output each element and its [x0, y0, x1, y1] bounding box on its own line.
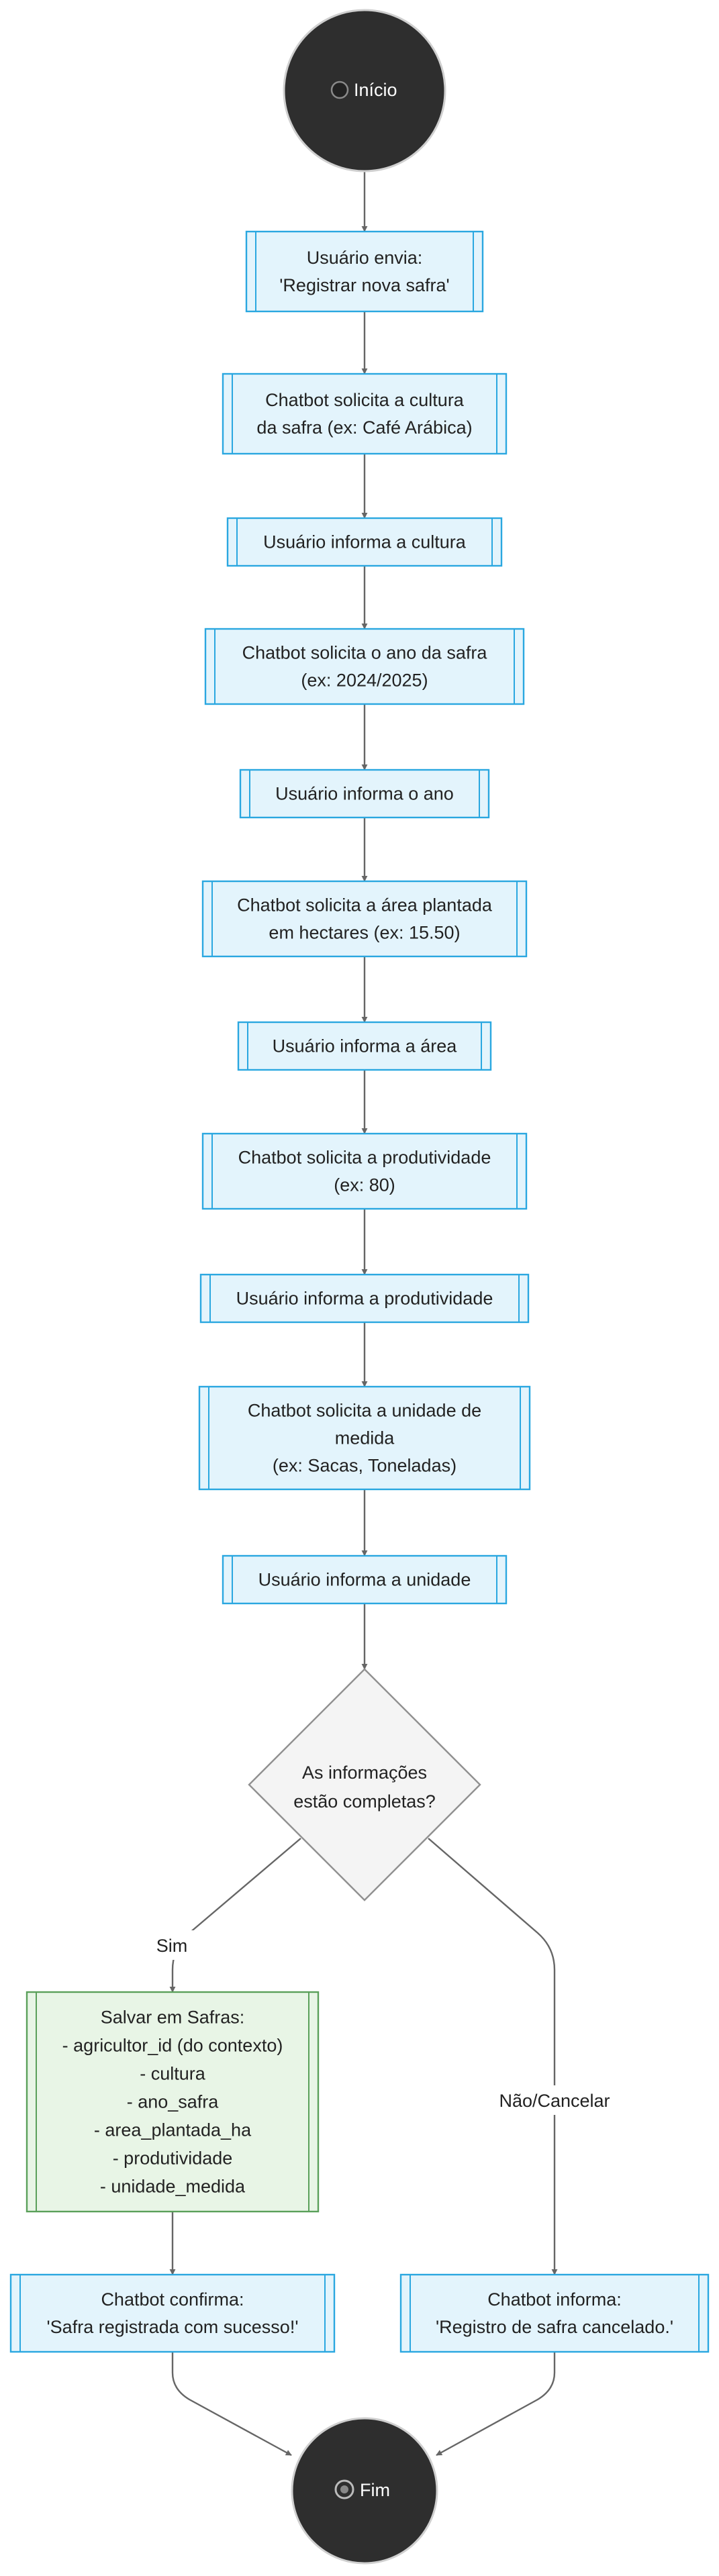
decision-node[interactable]: As informações estão completas?	[248, 1668, 481, 1901]
edge-label-bg-yes	[144, 1930, 199, 1960]
start-circle	[283, 9, 446, 172]
edge-label-bg-no	[489, 2085, 620, 2115]
edge-label-no-cancel: Não/Cancelar	[499, 2091, 610, 2111]
process-node-n10[interactable]: Chatbot solicita a unidade de medida (ex: …	[198, 1385, 531, 1491]
n4-box	[204, 628, 525, 705]
save-line-6: - produtividade	[113, 2148, 233, 2169]
n6-line-1: Chatbot solicita a área plantada	[237, 895, 493, 915]
save-line-3: - cultura	[140, 2064, 206, 2084]
process-node-n5[interactable]: Usuário informa o ano	[239, 769, 490, 819]
process-node-n9[interactable]: Usuário informa a produtividade	[199, 1273, 530, 1324]
n2-line-1: Chatbot solicita a cultura	[265, 390, 465, 410]
decision-line-1: As informações	[302, 1763, 427, 1783]
process-node-n6[interactable]: Chatbot solicita a área plantada em hecta…	[201, 880, 528, 958]
end-label: Fim	[360, 2480, 390, 2500]
n1-box	[245, 230, 484, 313]
save-line-7: - unidade_medida	[100, 2177, 246, 2197]
n7-box	[237, 1021, 492, 1071]
n8-line-2: (ex: 80)	[334, 1175, 395, 1195]
confirm-node[interactable]: Chatbot confirma: 'Safra registrada com s…	[9, 2273, 336, 2353]
confirm-box	[9, 2273, 336, 2353]
n10-line-2: medida	[335, 1428, 395, 1448]
process-node-n11[interactable]: Usuário informa a unidade	[222, 1554, 508, 1605]
n11-line-1: Usuário informa a unidade	[258, 1570, 471, 1590]
cancel-box	[399, 2273, 710, 2353]
save-line-1: Salvar em Safras:	[101, 2008, 245, 2028]
edge-labels: Sim Não/Cancelar	[144, 1930, 620, 2115]
start-label: Início	[354, 80, 397, 100]
start-node[interactable]: Início	[283, 9, 446, 172]
n5-line-1: Usuário informa o ano	[275, 784, 454, 804]
save-line-4: - ano_safra	[127, 2092, 220, 2112]
radio-circle-icon-dot	[340, 2485, 348, 2493]
black-circle-icon	[330, 81, 349, 99]
process-node-n8[interactable]: Chatbot solicita a produtividade (ex: 80)	[201, 1132, 528, 1210]
save-box	[26, 1991, 320, 2213]
process-node-n3[interactable]: Usuário informa a cultura	[226, 517, 503, 567]
confirm-line-2: 'Safra registrada com sucesso!'	[47, 2317, 299, 2337]
n6-line-2: em hectares (ex: 15.50)	[269, 923, 460, 943]
n10-line-1: Chatbot solicita a unidade de	[248, 1401, 481, 1421]
n7-line-1: Usuário informa a área	[273, 1036, 458, 1056]
radio-circle-icon	[334, 2479, 354, 2499]
n8-box	[201, 1132, 528, 1210]
cancel-line-2: 'Registro de safra cancelado.'	[436, 2317, 673, 2337]
n9-line-1: Usuário informa a produtividade	[236, 1289, 493, 1309]
n10-line-3: (ex: Sacas, Toneladas)	[273, 1456, 457, 1476]
save-node[interactable]: Salvar em Safras: - agricultor_id (do con…	[26, 1991, 320, 2213]
n3-box	[226, 517, 503, 567]
cancel-node[interactable]: Chatbot informa: 'Registro de safra cance…	[399, 2273, 710, 2353]
edge-label-yes: Sim	[156, 1936, 188, 1956]
n2-line-2: da safra (ex: Café Arábica)	[256, 417, 472, 438]
end-circle	[291, 2417, 438, 2565]
end-node[interactable]: Fim	[291, 2417, 438, 2565]
save-line-2: - agricultor_id (do contexto)	[62, 2036, 283, 2056]
process-node-n7[interactable]: Usuário informa a área	[237, 1021, 492, 1071]
edge-cancel-end	[436, 2352, 556, 2457]
n4-line-1: Chatbot solicita o ano da safra	[242, 643, 488, 663]
n5-box	[239, 769, 490, 819]
edge-decision-cancel	[428, 1838, 558, 2275]
decision-line-2: estão completas?	[293, 1791, 436, 1812]
confirm-line-1: Chatbot confirma:	[101, 2289, 244, 2310]
decision-diamond	[248, 1668, 481, 1901]
n1-line-2: 'Registrar nova safra'	[279, 275, 449, 295]
edge-confirm-end	[171, 2352, 292, 2457]
n2-box	[222, 373, 508, 455]
save-line-5: - area_plantada_ha	[94, 2120, 252, 2140]
n11-box	[222, 1554, 508, 1605]
process-node-n2[interactable]: Chatbot solicita a cultura da safra (ex: …	[222, 373, 508, 455]
edge-decision-save	[169, 1838, 301, 1993]
process-node-n4[interactable]: Chatbot solicita o ano da safra (ex: 2024…	[204, 628, 525, 705]
n1-line-1: Usuário envia:	[307, 248, 423, 268]
n10-box	[198, 1385, 531, 1491]
n3-line-1: Usuário informa a cultura	[263, 532, 467, 552]
process-node-n1[interactable]: Usuário envia: 'Registrar nova safra'	[245, 230, 484, 313]
n8-line-1: Chatbot solicita a produtividade	[238, 1148, 491, 1168]
n6-box	[201, 880, 528, 958]
cancel-line-1: Chatbot informa:	[487, 2289, 622, 2310]
n9-box	[199, 1273, 530, 1324]
n4-line-2: (ex: 2024/2025)	[301, 671, 428, 691]
